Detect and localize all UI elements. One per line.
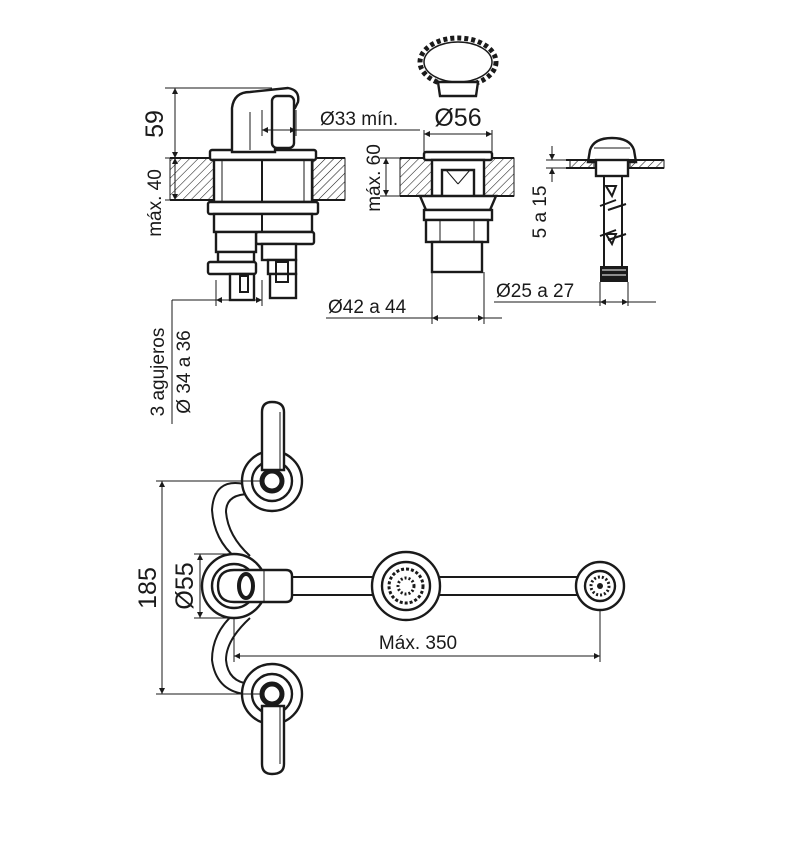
dim-spout-height: 59 xyxy=(141,110,169,138)
valve-dimensions: 59 máx. 40 Ø33 mín. 3 agujeros Ø 34 a 36 xyxy=(141,87,420,424)
dim-drain-hole: Ø42 a 44 xyxy=(328,297,407,318)
counter-slab-left xyxy=(169,157,215,201)
drain-dimensions: Ø56 máx. 60 Ø42 a 44 xyxy=(326,104,502,324)
pipe-side-view xyxy=(566,136,665,282)
dim-flange-dia: Ø55 xyxy=(171,562,199,609)
counter-slab-right xyxy=(312,157,346,201)
dim-holes-line1: 3 agujeros xyxy=(148,328,169,417)
plan-dimensions: 185 Ø55 Máx. 350 xyxy=(134,480,601,695)
top-lever xyxy=(260,400,286,472)
bottom-lever xyxy=(260,704,286,776)
pipe-dimensions: 5 a 15 Ø25 a 27 xyxy=(494,146,656,306)
dim-width: 185 xyxy=(134,567,162,609)
dim-holes-line2: Ø 34 a 36 xyxy=(174,330,195,413)
dim-max-length: Máx. 350 xyxy=(379,633,457,654)
dim-min-hole: Ø33 mín. xyxy=(320,109,398,130)
plan-view xyxy=(200,400,626,776)
valve-side-view xyxy=(169,86,346,302)
dim-max-thickness: máx. 40 xyxy=(145,169,166,237)
dim-max-thickness-drain: máx. 60 xyxy=(364,144,385,212)
dim-pipe-range: 5 a 15 xyxy=(530,186,551,239)
drain-side-view xyxy=(399,35,515,274)
dim-pipe-dia: Ø25 a 27 xyxy=(496,281,574,302)
dim-drain-dia: Ø56 xyxy=(434,104,481,132)
